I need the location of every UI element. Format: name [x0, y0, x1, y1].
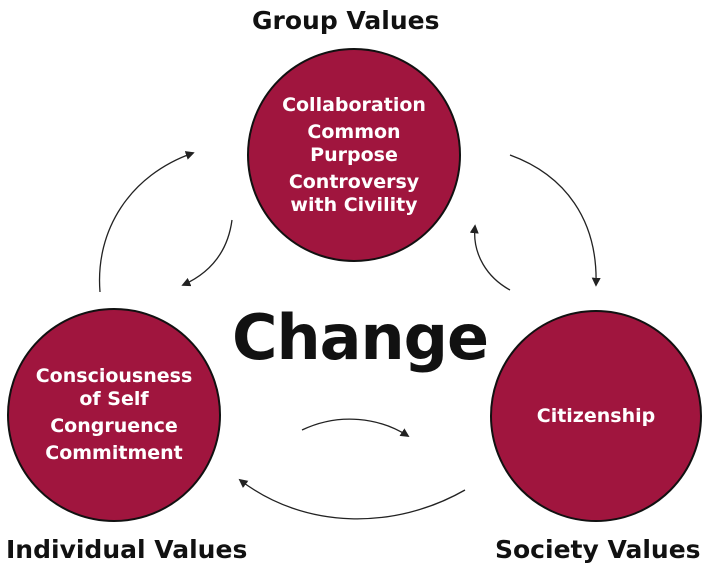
individual-value-commitment: Commitment: [45, 442, 183, 464]
individual-values-heading: Individual Values: [6, 535, 248, 564]
society-values-heading: Society Values: [495, 535, 701, 564]
group-value-common-purpose: Common Purpose: [307, 120, 401, 166]
arrow-individual-to-group: [98, 151, 195, 293]
group-value-controversy: Controversy with Civility: [288, 170, 420, 216]
arrow-group-to-society: [509, 154, 601, 287]
group-value-collaboration: Collaboration: [282, 93, 426, 116]
arrow-group-to-individual: [181, 219, 233, 287]
individual-value-consciousness: Consciousness of Self: [35, 365, 193, 410]
group-values-circle: Collaboration Common Purpose Controversy…: [247, 48, 461, 262]
group-values-heading: Group Values: [252, 6, 440, 35]
individual-value-congruence: Congruence: [50, 415, 178, 437]
society-value-citizenship: Citizenship: [536, 404, 656, 427]
change-label: Change: [232, 301, 489, 374]
arrow-society-to-individual: [238, 478, 466, 520]
arrow-society-to-group: [469, 224, 511, 291]
arrow-individual-to-society: [301, 418, 410, 437]
individual-values-circle: Consciousness of Self Congruence Commitm…: [7, 308, 221, 522]
society-values-circle: Citizenship: [490, 310, 702, 522]
